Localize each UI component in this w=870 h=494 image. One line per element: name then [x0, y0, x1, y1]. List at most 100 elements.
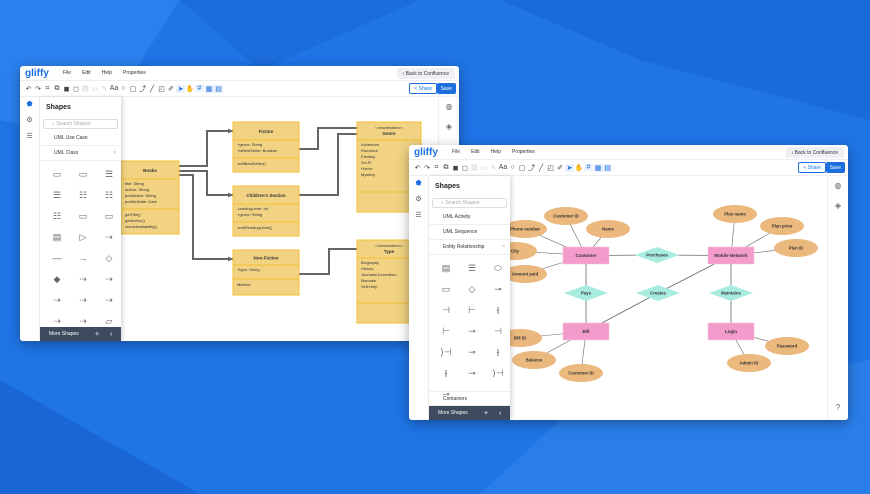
line-icon[interactable]: ╱	[538, 164, 544, 172]
shapes-icon[interactable]: ⬟	[26, 101, 33, 108]
save-button[interactable]: Save	[436, 83, 456, 94]
shape-tile[interactable]: ⊸	[442, 389, 450, 399]
send-back-icon[interactable]: ◻	[73, 85, 79, 93]
close-library-icon[interactable]: ×	[502, 244, 505, 250]
redo-icon[interactable]: ↷	[424, 164, 430, 172]
shape-tile[interactable]: ⫲	[496, 305, 500, 315]
more-shapes-button[interactable]: More Shapes+‹	[40, 327, 121, 341]
shape-tile[interactable]: ⊢	[442, 326, 450, 336]
pencil-icon[interactable]: ✐	[557, 164, 563, 172]
menu-properties[interactable]: Properties	[511, 149, 535, 155]
shape-tile[interactable]: ⇢	[79, 274, 87, 284]
library-uml-sequence[interactable]: UML Sequence	[429, 225, 510, 240]
shape-tile[interactable]: ▱	[105, 316, 113, 326]
shape-tile[interactable]: ⫲	[496, 347, 500, 357]
shape-tile[interactable]: —	[52, 253, 62, 263]
data-icon[interactable]: ☰	[415, 212, 422, 219]
format-painter-icon[interactable]: ✎	[490, 164, 497, 172]
shape-tile[interactable]: ▤	[441, 263, 451, 273]
comment-icon[interactable]: ▭	[91, 85, 99, 93]
shape-tile[interactable]: ⊸	[468, 326, 476, 336]
shape-tile[interactable]: ▭	[441, 284, 451, 294]
shape-tile[interactable]: ☷	[52, 211, 62, 221]
library-containers[interactable]: Containers	[429, 391, 510, 406]
collapse-panel-icon[interactable]: ‹	[110, 330, 113, 338]
share-button[interactable]: < Share	[409, 83, 437, 94]
shape-tile[interactable]: ☷	[78, 190, 88, 200]
collapse-panel-icon[interactable]: ‹	[499, 409, 502, 417]
duplicate-icon[interactable]: ⧉	[443, 163, 449, 171]
shape-tile[interactable]: ⟩⊣	[492, 368, 504, 378]
shape-tile[interactable]: ⟩⊣	[440, 347, 452, 357]
snap-grid-icon[interactable]: ▦	[593, 163, 603, 172]
layers-icon[interactable]: ◈	[834, 201, 842, 210]
add-icon[interactable]: +	[484, 409, 489, 417]
add-icon[interactable]: +	[95, 330, 100, 338]
duplicate-icon[interactable]: ⧉	[54, 84, 60, 92]
more-shapes-button[interactable]: More Shapes+‹	[429, 406, 510, 420]
connector-icon[interactable]: ⤴	[139, 85, 146, 93]
menu-properties[interactable]: Properties	[122, 70, 146, 76]
layers-icon[interactable]: ◈	[445, 122, 453, 131]
rectangle-icon[interactable]: ▢	[518, 164, 526, 172]
library-uml-activity[interactable]: UML Activity	[429, 210, 510, 225]
rectangle-icon[interactable]: ▢	[129, 85, 137, 93]
search-shapes-input[interactable]: ⌕ Search Shapes	[432, 198, 507, 208]
note-icon[interactable]: ◰	[158, 85, 165, 93]
shape-tile[interactable]: ▤	[52, 232, 62, 242]
pencil-icon[interactable]: ✐	[168, 85, 174, 93]
shape-tile[interactable]: ⇢	[53, 316, 61, 326]
text-icon[interactable]: Aa	[109, 85, 119, 92]
shape-tile[interactable]: ☰	[467, 263, 477, 273]
library-uml-class[interactable]: UML Class×	[40, 146, 121, 161]
help-icon[interactable]: ?	[835, 403, 841, 412]
menu-help[interactable]: Help	[490, 149, 501, 155]
shape-tile[interactable]: ☰	[52, 190, 62, 200]
shape-tile[interactable]: ⇢	[105, 295, 113, 305]
shape-tile[interactable]: ⇢	[79, 295, 87, 305]
comment-icon[interactable]: ▭	[480, 164, 488, 172]
format-painter-icon[interactable]: ✎	[101, 85, 108, 93]
shape-tile[interactable]: ⇢	[79, 316, 87, 326]
ellipse-icon[interactable]: ○	[510, 164, 515, 171]
grid-icon[interactable]: #	[584, 164, 593, 171]
shape-tile[interactable]: ⇢	[105, 232, 113, 242]
hand-icon[interactable]: ✋	[574, 164, 584, 172]
line-icon[interactable]: ╱	[149, 85, 155, 93]
link-icon[interactable]: ⛓	[81, 85, 90, 93]
shape-tile[interactable]: ◆	[53, 274, 61, 284]
shape-tile[interactable]: ▭	[78, 169, 88, 179]
menu-edit[interactable]: Edit	[82, 70, 91, 76]
text-icon[interactable]: Aa	[498, 164, 508, 171]
shape-tile[interactable]: ⊸	[468, 347, 476, 357]
menu-file[interactable]: File	[63, 70, 72, 76]
pointer-icon[interactable]: ➤	[565, 163, 574, 172]
hand-icon[interactable]: ✋	[185, 85, 195, 93]
save-button[interactable]: Save	[825, 162, 845, 173]
settings-icon[interactable]: ⚙	[415, 196, 422, 203]
menu-edit[interactable]: Edit	[471, 149, 480, 155]
shape-tile[interactable]: ▷	[79, 232, 87, 242]
shape-tile[interactable]: ▭	[104, 211, 114, 221]
link-icon[interactable]: ⛓	[470, 164, 479, 172]
shape-tile[interactable]: ◇	[105, 253, 113, 263]
bring-front-icon[interactable]: ◼	[452, 164, 459, 172]
send-back-icon[interactable]: ◻	[462, 164, 468, 172]
data-icon[interactable]: ☰	[26, 133, 33, 140]
search-shapes-input[interactable]: ⌕ Search Shapes	[43, 119, 118, 129]
shape-tile[interactable]: →	[78, 253, 88, 263]
ellipse-icon[interactable]: ○	[121, 85, 126, 92]
layers-toggle-icon[interactable]: ▤	[603, 163, 612, 172]
layers-toggle-icon[interactable]: ▤	[214, 84, 223, 93]
shape-tile[interactable]: ◇	[468, 284, 476, 294]
palette-icon[interactable]: ◍	[834, 181, 842, 190]
shape-tile[interactable]: ▭	[52, 169, 62, 179]
grid-icon[interactable]: #	[195, 85, 204, 92]
shape-tile[interactable]: ⊸	[494, 284, 502, 294]
pointer-icon[interactable]: ➤	[176, 84, 185, 93]
shape-tile[interactable]: ⫲	[444, 368, 448, 378]
shape-tile[interactable]: ⊣	[442, 305, 450, 315]
menu-file[interactable]: File	[452, 149, 461, 155]
close-library-icon[interactable]: ×	[113, 150, 116, 156]
